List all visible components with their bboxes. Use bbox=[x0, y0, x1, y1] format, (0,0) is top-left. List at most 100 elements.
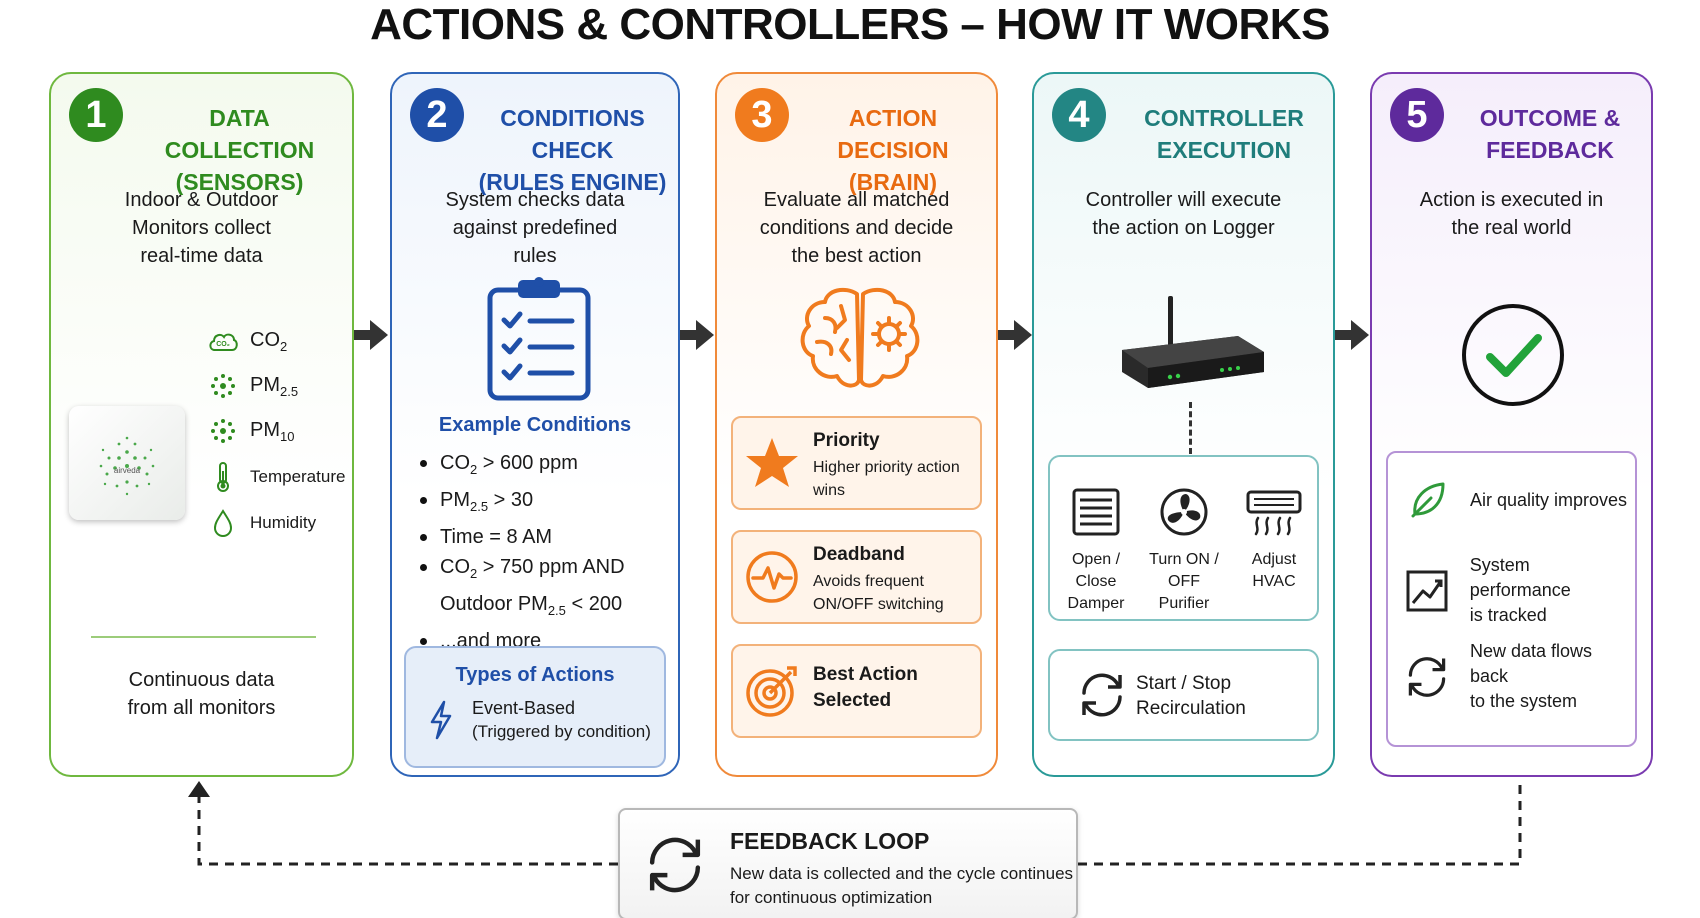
logger-router-icon bbox=[1118, 292, 1268, 407]
action-label: Turn ON / OFF bbox=[1149, 551, 1219, 590]
monitor-graphic bbox=[99, 436, 155, 496]
desc-line: Evaluate all matched bbox=[763, 189, 950, 211]
right-arrow-icon bbox=[1335, 320, 1369, 350]
sensor-label: PM2.5 bbox=[250, 374, 298, 399]
desc-line: Monitors collect bbox=[132, 217, 271, 239]
air-conditioner-icon bbox=[1228, 481, 1320, 543]
cycle-arrows-icon bbox=[1076, 669, 1128, 726]
co2-cloud-icon: CO₂ bbox=[206, 324, 240, 358]
action-label: Open / Close bbox=[1071, 551, 1121, 590]
sensor-text: PM bbox=[250, 418, 280, 441]
star-icon bbox=[743, 434, 801, 492]
cond-text: > 750 ppm AND bbox=[477, 556, 625, 578]
feedback-loop-box: FEEDBACK LOOP New data is collected and … bbox=[618, 808, 1078, 918]
controller-actions-box: Open / Close Damper Turn ON / OFF Purifi… bbox=[1048, 455, 1319, 621]
step-heading-line: (BRAIN) bbox=[848, 169, 938, 195]
leaf-icon bbox=[1402, 475, 1452, 525]
deadband-text: Avoids frequent ON/OFF switching bbox=[813, 570, 983, 616]
conditions-list: CO2 > 600 ppm PM2.5 > 30 Time = 8 AM CO2… bbox=[420, 448, 668, 656]
brain-gear-icon bbox=[797, 284, 923, 401]
feedback-line: for continuous optimization bbox=[730, 888, 933, 907]
thermometer-icon bbox=[206, 460, 240, 494]
step-3-action-decision: 3 ACTION DECISION (BRAIN) Evaluate all m… bbox=[715, 72, 998, 777]
particles-icon bbox=[206, 414, 240, 448]
recirculation-text: Start / Stop Recirculation bbox=[1136, 671, 1246, 721]
outcome-text: Air quality improves bbox=[1470, 489, 1628, 510]
cond-text: CO bbox=[440, 452, 470, 474]
desc-line: against predefined bbox=[452, 217, 618, 239]
sensor-text: PM bbox=[250, 373, 280, 396]
cond-text: > 30 bbox=[488, 489, 534, 511]
outcome-data-flows-back: New data flows back to the system bbox=[1402, 639, 1635, 714]
outcome-line: New data flows back bbox=[1469, 641, 1593, 686]
step-description: Evaluate all matched conditions and deci… bbox=[731, 186, 982, 270]
cond-subscript: 2 bbox=[470, 566, 478, 581]
deadband-box: Deadband Avoids frequent ON/OFF switchin… bbox=[731, 530, 982, 624]
outcome-text: New data flows back to the system bbox=[1470, 639, 1635, 714]
desc-line: conditions and decide bbox=[759, 217, 954, 239]
priority-line: Higher priority action bbox=[813, 459, 960, 476]
list-item: Time = 8 AM bbox=[420, 522, 668, 552]
step-heading-line: FEEDBACK bbox=[1486, 137, 1614, 163]
step-heading: CONDITIONS CHECK (RULES ENGINE) bbox=[470, 102, 675, 198]
step-number-badge: 4 bbox=[1052, 88, 1106, 142]
line-chart-icon bbox=[1402, 566, 1452, 616]
step-4-controller-execution: 4 CONTROLLER EXECUTION Controller will e… bbox=[1032, 72, 1335, 777]
cycle-arrows-icon bbox=[1402, 652, 1452, 702]
feedback-title: FEEDBACK LOOP bbox=[730, 828, 930, 854]
divider bbox=[91, 636, 316, 638]
step-number-badge: 2 bbox=[410, 88, 464, 142]
step-heading: OUTCOME & FEEDBACK bbox=[1460, 102, 1640, 166]
types-line: Event-Based bbox=[472, 698, 576, 718]
priority-line: wins bbox=[813, 482, 846, 499]
checkmark-circle-icon bbox=[1460, 302, 1566, 413]
deadband-title: Deadband bbox=[813, 544, 905, 565]
step-number-badge: 3 bbox=[735, 88, 789, 142]
best-action-line: Best Action bbox=[813, 664, 918, 685]
desc-line: the action on Logger bbox=[1092, 217, 1275, 239]
step-heading: CONTROLLER EXECUTION bbox=[1124, 102, 1324, 166]
step-5-outcome-feedback: 5 OUTCOME & FEEDBACK Action is executed … bbox=[1370, 72, 1653, 777]
action-label: Adjust bbox=[1251, 551, 1297, 568]
step-heading-line: EXECUTION bbox=[1156, 137, 1292, 163]
particles-icon bbox=[206, 369, 240, 403]
step-heading: ACTION DECISION (BRAIN) bbox=[793, 102, 993, 198]
step-heading-line: CONDITIONS CHECK bbox=[500, 105, 645, 163]
footer-line: from all monitors bbox=[127, 697, 276, 719]
list-item: PM2.5 > 30 bbox=[420, 485, 668, 522]
outcome-line: System performance bbox=[1469, 555, 1571, 600]
recirculation-box: Start / Stop Recirculation bbox=[1048, 649, 1319, 741]
cond-subscript: 2 bbox=[470, 462, 478, 477]
sensor-label: PM10 bbox=[250, 419, 294, 444]
damper-vent-icon bbox=[1050, 481, 1142, 543]
best-action-box: Best Action Selected bbox=[731, 644, 982, 738]
right-arrow-icon bbox=[354, 320, 388, 350]
example-conditions-title: Example Conditions bbox=[438, 414, 632, 436]
cond-subscript: 2.5 bbox=[547, 603, 566, 618]
right-arrow-icon bbox=[680, 320, 714, 350]
page-title: ACTIONS & CONTROLLERS – HOW IT WORKS bbox=[370, 0, 1330, 49]
dashed-connector bbox=[1189, 402, 1192, 454]
step-2-conditions-check: 2 CONDITIONS CHECK (RULES ENGINE) System… bbox=[390, 72, 680, 777]
action-label: Purifier bbox=[1158, 595, 1210, 612]
sensor-text: CO bbox=[250, 328, 280, 351]
deadband-line: ON/OFF switching bbox=[813, 596, 944, 613]
damper-action: Open / Close Damper bbox=[1050, 481, 1142, 615]
priority-title: Priority bbox=[813, 430, 880, 451]
types-title: Types of Actions bbox=[455, 664, 615, 686]
step-footer-text: Continuous data from all monitors bbox=[65, 666, 338, 722]
sensor-pm25: PM2.5 bbox=[206, 369, 298, 403]
sensor-subscript: 2.5 bbox=[280, 383, 299, 399]
best-action-line: Selected bbox=[813, 690, 892, 711]
step-description: Controller will execute the action on Lo… bbox=[1048, 186, 1319, 242]
priority-text: Higher priority action wins bbox=[813, 456, 983, 502]
desc-line: real-time data bbox=[140, 245, 263, 267]
cycle-arrows-icon bbox=[642, 832, 708, 903]
clipboard-checklist-icon bbox=[484, 274, 594, 407]
outcomes-box: Air quality improves System performance … bbox=[1386, 451, 1637, 747]
list-item-continuation: Outdoor PM2.5 < 200 bbox=[420, 589, 668, 626]
desc-line: the best action bbox=[791, 245, 922, 267]
step-number-badge: 5 bbox=[1390, 88, 1444, 142]
sensor-temperature: Temperature bbox=[206, 460, 345, 494]
desc-line: System checks data bbox=[445, 189, 625, 211]
